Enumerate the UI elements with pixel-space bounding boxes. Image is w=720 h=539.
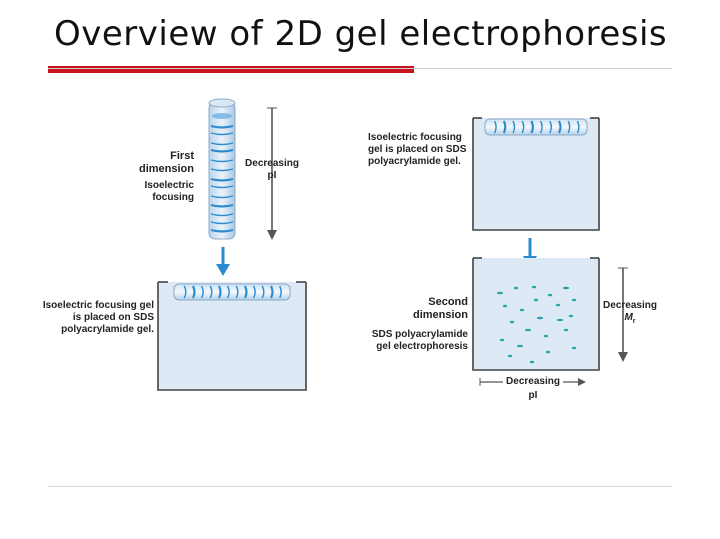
protein-spot: [547, 293, 553, 297]
decreasing-pi-word-right: Decreasing: [506, 376, 560, 387]
protein-spot: [516, 344, 524, 348]
strip-band: [567, 120, 571, 134]
ief-tube: [208, 98, 236, 240]
tube-band: [210, 124, 234, 129]
slide-title: Overview of 2D gel electrophoresis: [54, 14, 668, 54]
strip-band: [243, 285, 248, 299]
decreasing-mr-label: Decreasing Mr: [598, 300, 662, 328]
first-dimension-label: First dimension: [138, 150, 194, 175]
protein-spot: [496, 291, 504, 295]
title-accent-bar: [48, 66, 414, 73]
tube-band: [210, 142, 234, 146]
strip-band: [235, 285, 239, 299]
strip-band: [253, 285, 256, 299]
protein-spot: [568, 314, 574, 318]
strip-band: [191, 285, 196, 299]
tube-band: [210, 213, 234, 217]
protein-spot: [531, 285, 537, 289]
decreasing-mr-arrow: [618, 267, 628, 362]
protein-spot: [502, 304, 508, 308]
strip-band: [269, 285, 274, 299]
strip-band: [261, 285, 265, 299]
isoelectric-focusing-label: Isoelectric focusing: [144, 180, 194, 203]
sds-gel-box-right-top: [472, 117, 600, 231]
strip-band: [521, 120, 525, 134]
ief-placed-caption-right: Isoelectric focusing gel is placed on SD…: [368, 132, 467, 167]
strip-band: [227, 285, 230, 299]
tube-band: [210, 148, 234, 153]
tube-band: [210, 185, 234, 189]
tube-bands: [210, 124, 234, 233]
strip-band: [201, 285, 204, 299]
strip-band: [539, 120, 543, 134]
protein-spot: [555, 303, 561, 307]
protein-spots: [496, 285, 577, 364]
strip-band: [512, 120, 516, 134]
strip-band: [183, 285, 187, 299]
strip-band: [493, 120, 497, 134]
transfer-arrow-left: [216, 247, 230, 276]
second-dimension-label: Second dimension: [412, 296, 468, 321]
tube-band: [210, 203, 234, 208]
ief-placed-caption-left: Isoelectric focusing gel is placed on SD…: [42, 300, 154, 335]
protein-spot: [563, 328, 569, 332]
strip-band: [502, 120, 507, 134]
protein-spot: [536, 316, 544, 320]
sds-gel-box-right-bottom: [472, 257, 600, 371]
protein-spot: [509, 320, 515, 324]
protein-spot: [529, 360, 535, 364]
protein-spot: [556, 318, 564, 322]
title-underline: [48, 68, 672, 69]
decreasing-mr-word: Decreasing: [603, 300, 657, 311]
protein-spot: [543, 334, 549, 338]
strip-band: [557, 120, 562, 134]
strip-band: [576, 120, 580, 134]
tube-band: [210, 159, 234, 163]
protein-spot: [571, 298, 577, 302]
protein-spot: [562, 286, 570, 290]
protein-spot: [571, 346, 577, 350]
decreasing-pi-symbol-right: pI: [528, 390, 538, 401]
protein-spot: [533, 298, 539, 302]
footer-divider: [48, 486, 672, 487]
decreasing-pi-label-left: Decreasing pI: [245, 158, 299, 181]
decreasing-pi-arrow: [267, 107, 277, 240]
tube-band: [210, 168, 234, 172]
decreasing-pi-horizontal-arrow: [479, 378, 586, 386]
strip-band: [217, 285, 222, 299]
strip-band: [530, 120, 534, 134]
protein-spot: [507, 354, 513, 358]
protein-spot: [519, 308, 525, 312]
tube-band: [210, 177, 234, 182]
strip-bands-left: [183, 285, 282, 299]
protein-spot: [513, 286, 519, 290]
tube-band: [210, 221, 234, 225]
sds-page-label: SDS polyacrylamide gel electrophoresis: [371, 329, 468, 352]
protein-spot: [524, 328, 532, 332]
sds-gel-box-left: [157, 281, 307, 391]
decreasing-mr-subscript: r: [632, 318, 636, 325]
strip-band: [279, 285, 282, 299]
protein-spot: [545, 350, 551, 354]
tube-band: [210, 228, 234, 233]
tube-band: [210, 195, 234, 199]
strip-band: [549, 120, 552, 134]
strip-band: [209, 285, 213, 299]
decreasing-mr-symbol: M: [624, 312, 633, 323]
tube-band: [210, 132, 234, 136]
strip-bands-right: [493, 120, 580, 134]
protein-spot: [499, 338, 505, 342]
